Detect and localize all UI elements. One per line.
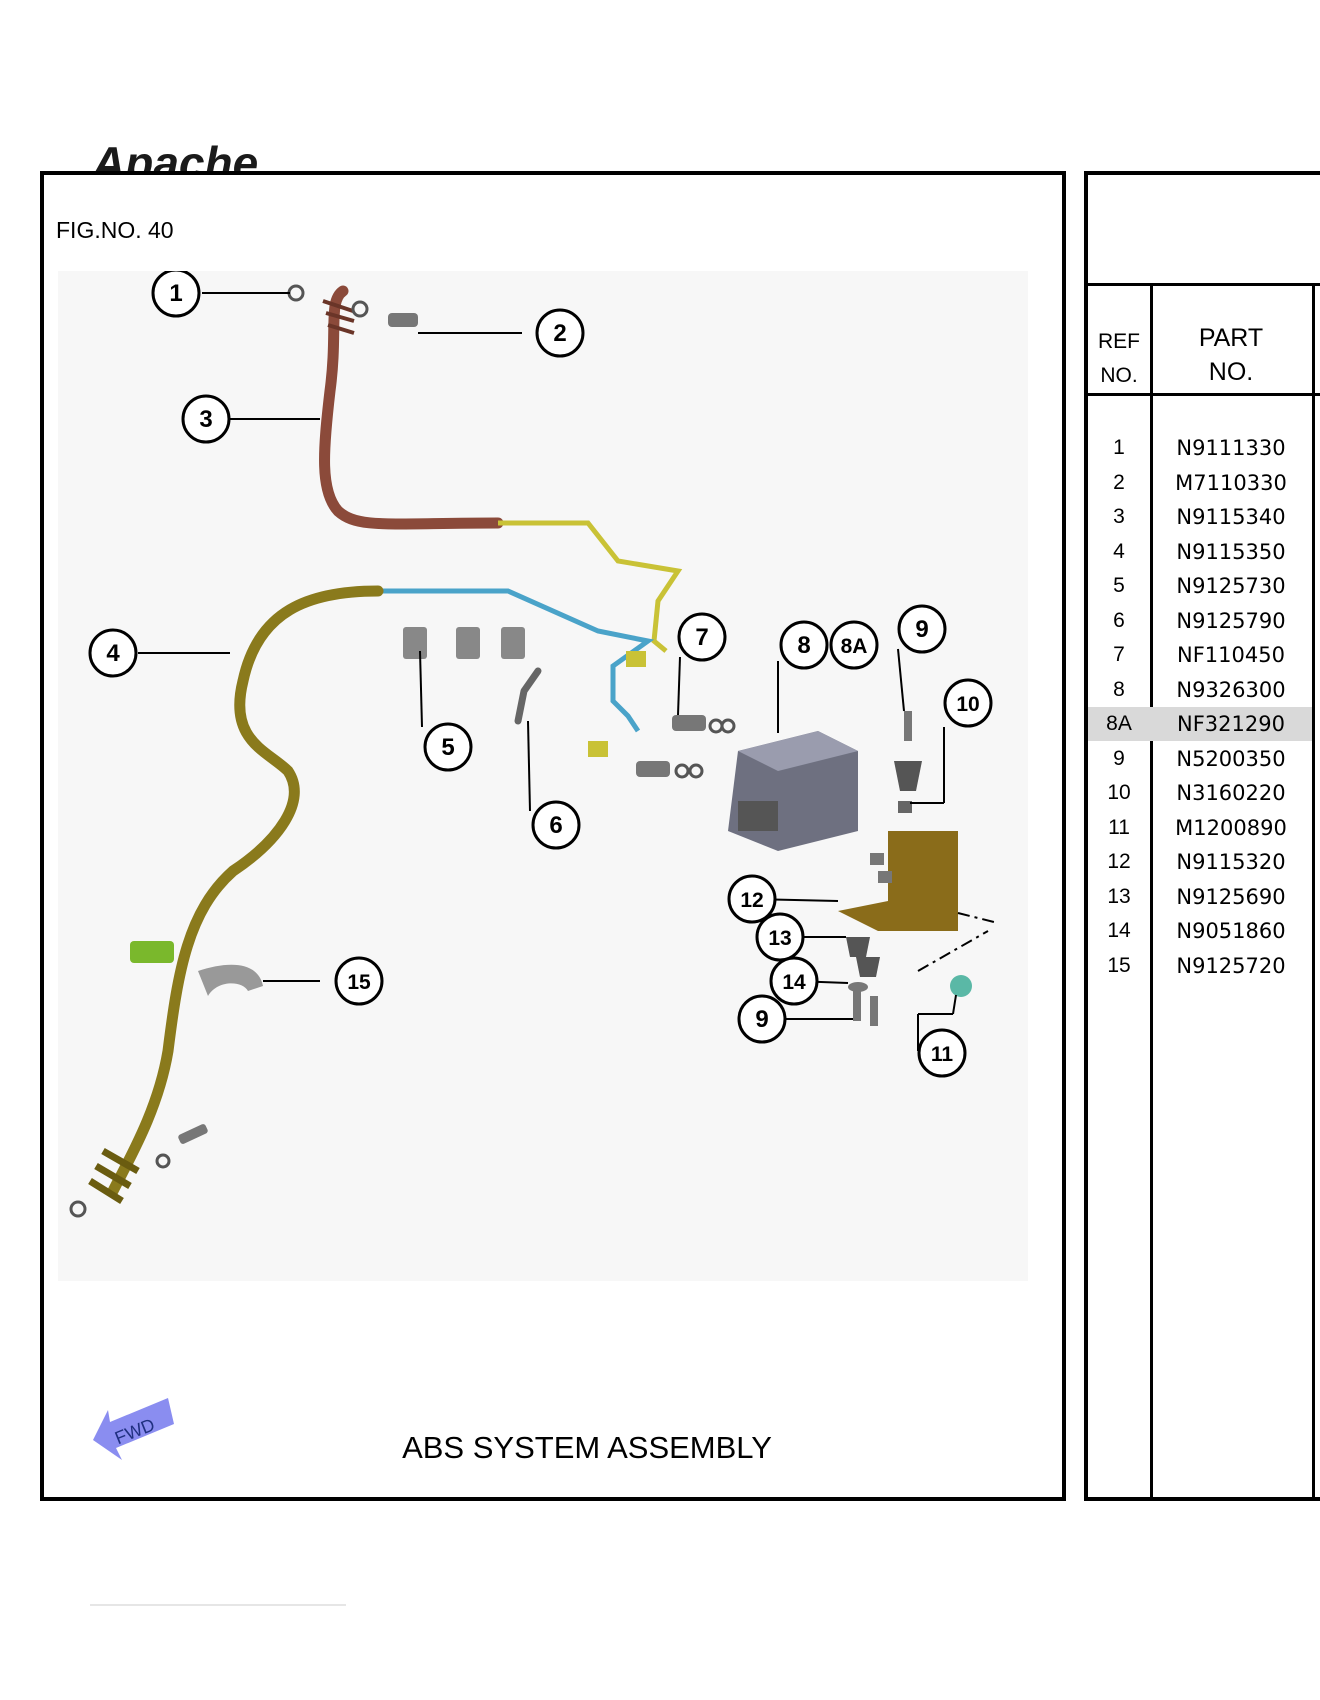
callout-10: 10 <box>943 678 993 728</box>
callout-12: 12 <box>727 874 777 924</box>
part-no-cell: N9125690 <box>1176 884 1286 909</box>
callout-6: 6 <box>531 800 581 850</box>
callout-3: 3 <box>181 394 231 444</box>
callout-label: 15 <box>347 971 371 994</box>
table-row: 1 N9111330 <box>1088 431 1312 465</box>
callout-label: 14 <box>782 971 806 994</box>
callout-4: 4 <box>88 628 138 678</box>
forward-arrow: FWD <box>88 1390 198 1470</box>
ref-no-cell: 7 <box>1113 643 1125 666</box>
part-no-cell: M7110330 <box>1175 470 1287 495</box>
callout-label: 2 <box>553 320 566 347</box>
part-no-cell: N9125720 <box>1176 953 1286 978</box>
table-row: 9 N5200350 <box>1088 742 1312 776</box>
table-row: 8A NF321290 <box>1088 707 1312 741</box>
part-no-header: PART NO. <box>1198 324 1264 386</box>
callout-5: 5 <box>423 722 473 772</box>
part-no-cell: N5200350 <box>1176 746 1286 771</box>
table-row: 4 N9115350 <box>1088 535 1312 569</box>
ref-no-cell: 4 <box>1113 539 1125 563</box>
brake-hose-4 <box>107 585 384 1197</box>
part-no-cell: N9115350 <box>1176 539 1286 564</box>
clamp-15 <box>198 964 263 996</box>
ref-no-cell: 2 <box>1113 470 1125 494</box>
callout-label: 13 <box>768 927 791 950</box>
callout-label: 8 <box>797 632 810 659</box>
nut-11 <box>950 975 972 997</box>
ref-no-cell: 13 <box>1107 884 1131 908</box>
table-row: 8 N9326300 <box>1088 673 1312 707</box>
ref-no-header: REF NO. <box>1098 330 1140 387</box>
callout-label: 4 <box>106 640 120 667</box>
part-no-cell: N9125730 <box>1176 574 1286 598</box>
clip-5a <box>403 627 427 659</box>
callout-9: 9 <box>737 994 787 1044</box>
table-row: 2 M7110330 <box>1088 466 1312 500</box>
brake-pipe-yellow <box>498 520 683 653</box>
callout-11: 11 <box>917 1028 967 1078</box>
callout-13: 13 <box>755 912 805 962</box>
ref-no-cell: 12 <box>1107 850 1131 873</box>
ref-no-cell: 10 <box>1107 781 1131 804</box>
callout-15: 15 <box>334 956 384 1006</box>
ref-no-cell: 15 <box>1107 953 1131 977</box>
part-no-cell: N9115340 <box>1176 505 1286 529</box>
fwd-arrow-icon <box>93 1398 174 1460</box>
ref-no-cell: 9 <box>1113 746 1125 770</box>
part-no-cell: NF321290 <box>1177 712 1285 736</box>
callout-label: 10 <box>956 693 979 716</box>
callout-9: 9 <box>897 604 947 654</box>
callout-8a: 8A <box>829 620 879 670</box>
table-row: 13 N9125690 <box>1088 880 1312 914</box>
ref-no-cell: 8A <box>1106 712 1132 735</box>
table-row: 15 N9125720 <box>1088 949 1312 983</box>
callout-1: 1 <box>151 271 201 318</box>
table-row: 12 N9115320 <box>1088 845 1312 879</box>
callout-label: 7 <box>695 624 708 651</box>
table-row: 11 M1200890 <box>1088 811 1312 845</box>
diagram-title: ABS SYSTEM ASSEMBLY <box>402 1430 772 1465</box>
table-row: 6 N9125790 <box>1088 604 1312 638</box>
callout-label: 1 <box>169 280 182 307</box>
ref-no-cell: 6 <box>1113 608 1125 632</box>
callout-14: 14 <box>769 956 819 1006</box>
ref-no-cell: 3 <box>1113 505 1125 528</box>
callout-7: 7 <box>677 612 727 662</box>
part-no-cell: N9115320 <box>1176 850 1286 874</box>
figure-panel: FIG.NO. 40 <box>40 171 1066 1501</box>
callout-8: 8 <box>779 620 829 670</box>
part-no-cell: NF110450 <box>1177 643 1285 667</box>
part-no-cell: N9326300 <box>1176 677 1286 702</box>
part-no-cell: N9111330 <box>1176 436 1286 460</box>
part-no-cell: N3160220 <box>1176 781 1286 805</box>
ref-no-cell: 8 <box>1113 677 1125 701</box>
part-no-cell: N9125790 <box>1176 608 1286 633</box>
callout-label: 12 <box>740 889 763 912</box>
callout-label: 3 <box>199 406 212 433</box>
part-no-cell: N9051860 <box>1176 919 1286 943</box>
table-row: 5 N9125730 <box>1088 569 1312 603</box>
table-row: 7 NF110450 <box>1088 638 1312 672</box>
callout-label: 11 <box>931 1043 954 1066</box>
callout-label: 8A <box>841 635 868 658</box>
bracket-12 <box>838 831 958 931</box>
callout-label: 9 <box>915 616 928 643</box>
table-row: 3 N9115340 <box>1088 500 1312 534</box>
table-row: 10 N3160220 <box>1088 776 1312 810</box>
figure-number: FIG.NO. 40 <box>56 217 174 243</box>
ref-no-cell: 14 <box>1107 919 1131 942</box>
callout-label: 6 <box>549 812 562 839</box>
ref-no-cell: 11 <box>1108 815 1130 839</box>
ref-no-cell: 1 <box>1113 436 1125 459</box>
ref-no-cell: 5 <box>1113 574 1125 597</box>
callout-label: 9 <box>755 1006 768 1033</box>
callout-label: 5 <box>441 734 454 761</box>
part-no-cell: M1200890 <box>1175 815 1287 840</box>
callout-2: 2 <box>535 308 585 358</box>
table-row: 14 N9051860 <box>1088 914 1312 948</box>
